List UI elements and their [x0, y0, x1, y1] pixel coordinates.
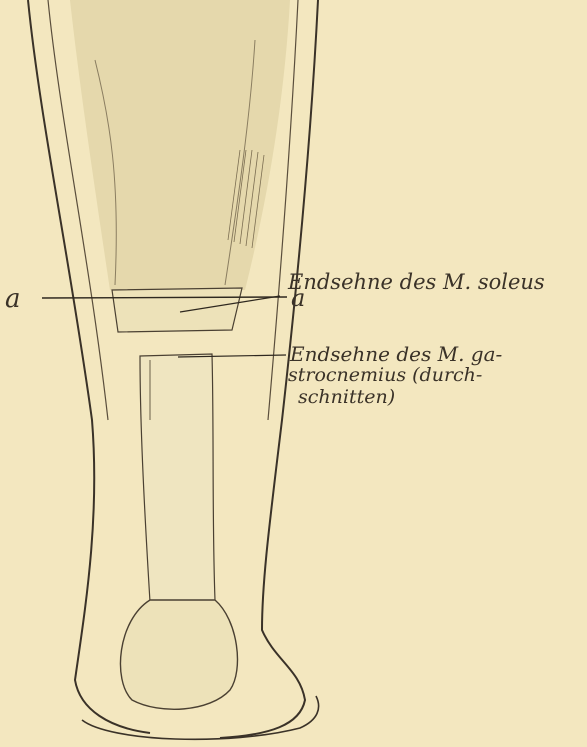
label-soleus-tendon: Endsehne des M. soleus [288, 272, 545, 293]
label-marker-a-right: a [291, 286, 305, 310]
label-gastrocnemius-line-1: Endsehne des M. ga- [290, 344, 502, 364]
calcaneus [120, 600, 237, 709]
label-marker-a-left: a [5, 286, 21, 312]
soleus-tendon [112, 288, 242, 332]
section-line-a [42, 297, 287, 298]
label-gastrocnemius-line-3: schnitten) [298, 388, 395, 407]
calf-muscle-shading [70, 0, 290, 290]
label-gastrocnemius-line-2: strocnemius (durch- [288, 366, 482, 385]
gastrocnemius-tendon [140, 354, 215, 602]
